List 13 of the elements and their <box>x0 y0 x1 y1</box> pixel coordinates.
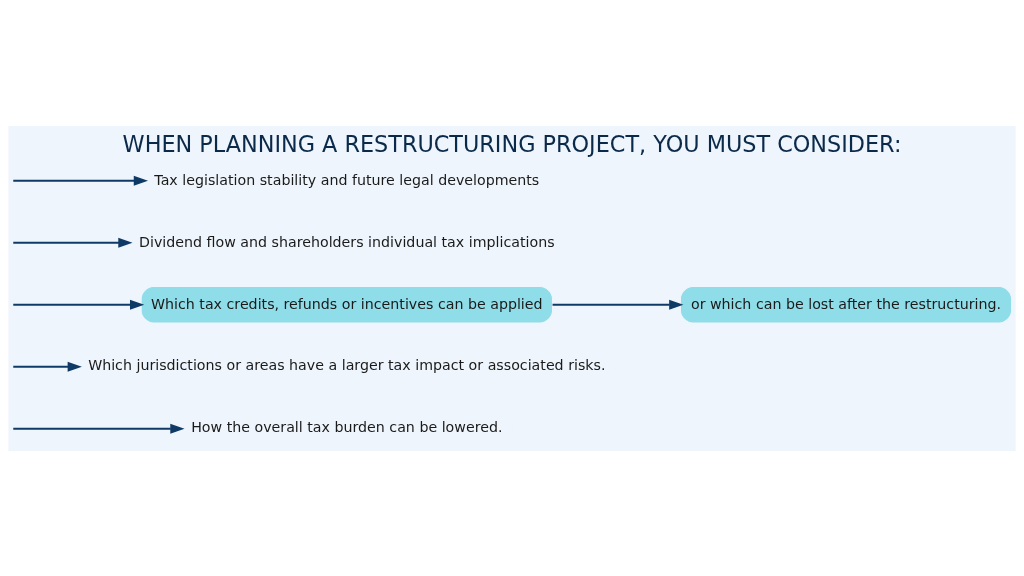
node-box: or which can be lost after the restructuring. <box>679 285 1013 324</box>
arrow <box>552 299 684 310</box>
node-text: Dividend flow and shareholders individual tax implications <box>139 233 555 250</box>
arrow <box>13 299 145 310</box>
node-text: Tax legislation stability and future legal developments <box>154 171 540 188</box>
node-text: How the overall tax burden can be lowered. <box>191 418 503 435</box>
diagram-title: WHEN PLANNING A RESTRUCTURING PROJECT, YOU MUST CONSIDER: <box>122 130 902 157</box>
arrow <box>13 175 148 186</box>
arrow <box>13 237 133 248</box>
arrow <box>13 361 82 372</box>
arrow <box>13 423 185 434</box>
node-box: Which tax credits, refunds or incentives can be applied <box>140 285 553 324</box>
node-text: Which jurisdictions or areas have a larger tax impact or associated risks. <box>88 356 606 373</box>
